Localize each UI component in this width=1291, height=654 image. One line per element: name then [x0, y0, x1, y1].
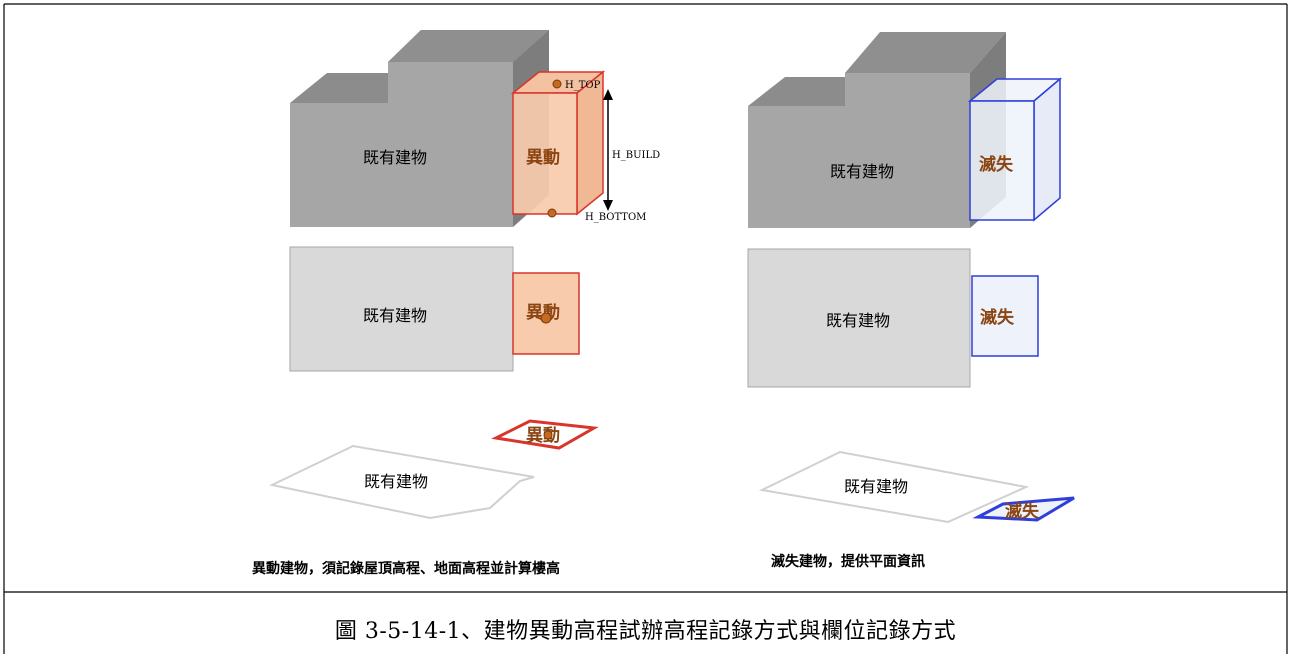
right-3d-existing-building [748, 32, 1006, 228]
h-bottom-annotation: H_BOTTOM [585, 212, 646, 223]
right-plan-loss-box [971, 275, 1039, 357]
left-oblique-point [543, 430, 553, 440]
left-3d-change-box [510, 70, 606, 216]
left-plan-change-box [512, 272, 580, 355]
right-3d-loss-label: 滅失 [979, 154, 1014, 175]
left-oblique-existing-building [268, 444, 535, 520]
right-oblique-existing-label: 既有建物 [844, 477, 908, 496]
right-oblique-loss-label: 滅失 [1005, 501, 1040, 522]
h-top-annotation: H_TOP [565, 80, 601, 91]
h-build-arrow [603, 89, 613, 211]
left-3d-existing-building [290, 30, 549, 227]
right-plan-existing-label: 既有建物 [826, 311, 890, 330]
table-borders [3, 3, 1288, 654]
left-note: 異動建物，須記錄屋頂高程、地面高程並計算樓高 [252, 560, 560, 577]
left-plan-change-label: 異動 [526, 302, 560, 323]
right-oblique-loss-box [972, 496, 1075, 522]
right-note: 滅失建物，提供平面資訊 [771, 553, 925, 570]
left-oblique-change-label: 異動 [526, 425, 560, 446]
h-build-annotation: H_BUILD [612, 150, 660, 161]
left-3d-existing-label: 既有建物 [363, 148, 427, 167]
left-oblique-existing-label: 既有建物 [364, 472, 428, 491]
left-plan-point [540, 312, 552, 324]
right-plan-existing-building [747, 248, 971, 388]
h-top-point [552, 79, 562, 89]
right-3d-loss-box [967, 77, 1063, 222]
left-plan-existing-label: 既有建物 [363, 306, 427, 325]
right-plan-loss-label: 滅失 [980, 307, 1015, 328]
figure-caption: 圖 3-5-14-1、建物異動高程試辦高程記錄方式與欄位記錄方式 [334, 619, 957, 644]
left-3d-change-label: 異動 [526, 147, 560, 168]
h-bottom-point [547, 208, 557, 218]
right-oblique-existing-building [758, 450, 1030, 524]
right-3d-existing-label: 既有建物 [830, 162, 894, 181]
left-plan-existing-building [289, 246, 514, 372]
